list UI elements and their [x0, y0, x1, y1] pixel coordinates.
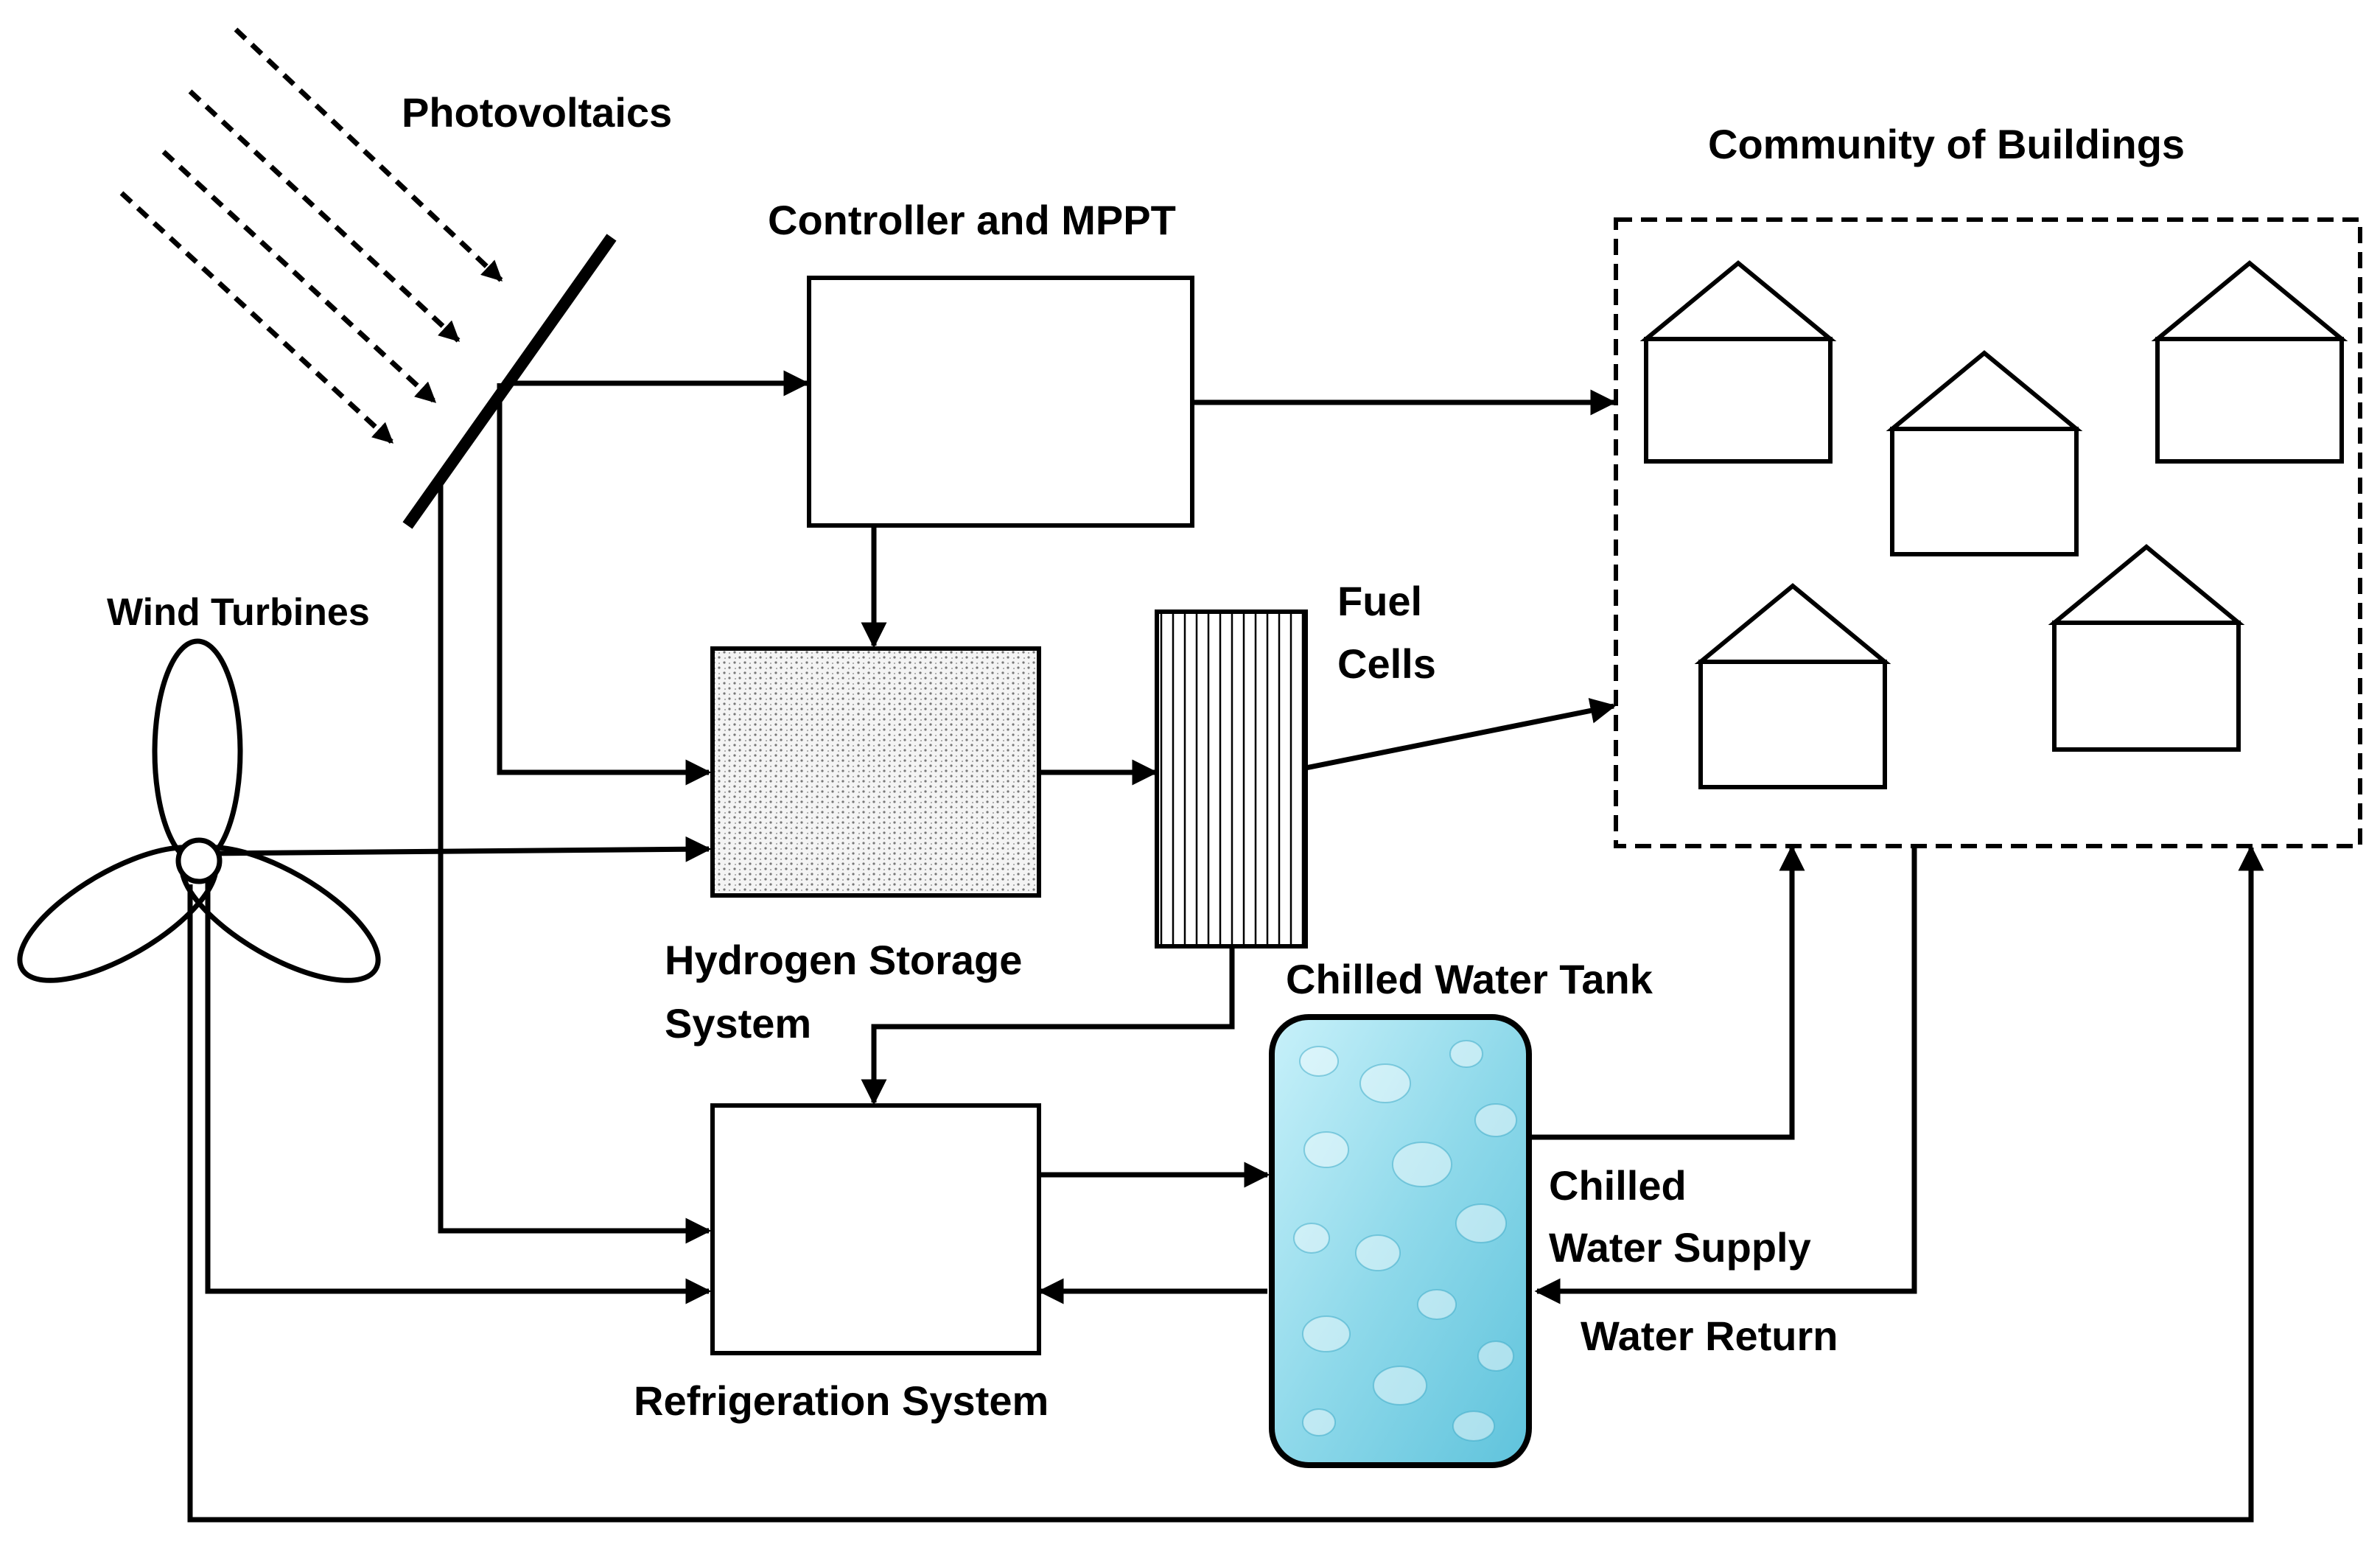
- refrigeration-box: [710, 1103, 1041, 1355]
- sun-rays: [119, 27, 503, 444]
- house-icon: [2048, 544, 2245, 752]
- hydrogen-label-line1: Hydrogen Storage: [665, 937, 1022, 983]
- chilled-supply-label-line2: Water Supply: [1549, 1224, 1811, 1271]
- controller-box: [807, 276, 1194, 528]
- house-icon: [2151, 260, 2348, 464]
- house-icon: [1694, 583, 1891, 789]
- wind-turbine-icon: [17, 638, 381, 983]
- house-icon: [1639, 260, 1837, 464]
- fuel-cells-box: [1155, 609, 1308, 949]
- community-label: Community of Buildings: [1708, 121, 2185, 167]
- water-return-label: Water Return: [1581, 1313, 1838, 1359]
- buildings: [1639, 260, 2348, 789]
- water-tank-icon: [1269, 1014, 1532, 1468]
- house-icon: [1886, 350, 2083, 556]
- community-boundary: [1614, 217, 2362, 848]
- fuel-cells-label-line1: Fuel: [1337, 578, 1422, 624]
- connections: [187, 370, 2264, 1523]
- photovoltaics-label: Photovoltaics: [402, 89, 672, 136]
- chilled-tank-label: Chilled Water Tank: [1286, 956, 1653, 1002]
- fuel-cells-label-line2: Cells: [1337, 640, 1436, 687]
- hydrogen-storage-box: [710, 646, 1041, 898]
- refrigeration-label: Refrigeration System: [634, 1377, 1049, 1424]
- wind-turbines-label: Wind Turbines: [107, 591, 370, 634]
- chilled-supply-label-line1: Chilled: [1549, 1162, 1687, 1209]
- controller-label: Controller and MPPT: [768, 197, 1176, 243]
- hydrogen-label-line2: System: [665, 1000, 811, 1047]
